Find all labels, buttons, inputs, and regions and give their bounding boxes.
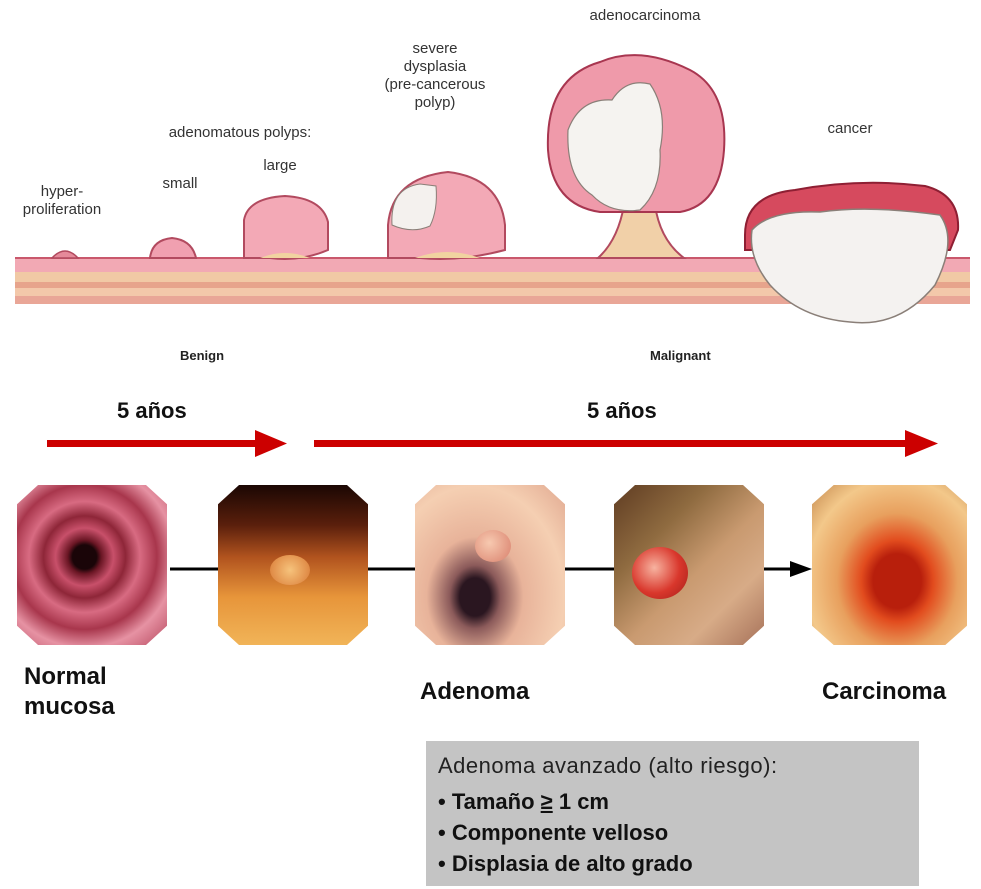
- hyperproliferation-bump: [52, 251, 78, 258]
- endoscopy-normal-mucosa: [17, 485, 167, 645]
- size-suffix: 1 cm: [553, 789, 609, 814]
- label-adenomatous-polyps: adenomatous polyps:: [140, 124, 340, 142]
- timeline-arrows: [0, 425, 981, 465]
- label-hyperproliferation: hyper- proliferation: [12, 183, 112, 219]
- dysplasia-region: [392, 184, 437, 230]
- years-label-right: 5 años: [587, 398, 657, 424]
- label-cancer: cancer: [800, 120, 900, 138]
- size-symbol: ≥: [541, 789, 553, 814]
- label-carcinoma: Carcinoma: [822, 677, 946, 707]
- label-large: large: [250, 157, 310, 175]
- endoscopy-adenoma: [415, 485, 565, 645]
- endoscopy-early-polyp: [218, 485, 368, 645]
- dysplasia-text: Displasia de alto grado: [452, 851, 693, 876]
- endoscopy-advanced-adenoma: [614, 485, 764, 645]
- info-box-title: Adenoma avanzado (alto riesgo):: [438, 753, 778, 779]
- label-benign: Benign: [176, 348, 228, 363]
- arrow-right: [314, 430, 938, 457]
- bullet: •: [438, 820, 446, 845]
- label-severe-dysplasia: severe dysplasia (pre-cancerous polyp): [360, 40, 510, 112]
- label-adenocarcinoma: adenocarcinoma: [565, 7, 725, 25]
- bullet: •: [438, 851, 446, 876]
- bullet: •: [438, 789, 446, 814]
- villous-text: Componente velloso: [452, 820, 668, 845]
- small-polyp: [150, 238, 196, 258]
- label-small: small: [150, 175, 210, 193]
- cancer-invasive-mass: [751, 209, 948, 323]
- arrow-left: [47, 430, 287, 457]
- large-polyp: [244, 196, 328, 259]
- endoscopy-carcinoma: [812, 485, 967, 645]
- advanced-adenoma-info-box: Adenoma avanzado (alto riesgo): • Tamaño…: [426, 741, 919, 886]
- label-normal-mucosa: Normal mucosa: [24, 662, 115, 722]
- info-item-dysplasia: • Displasia de alto grado: [438, 851, 693, 877]
- label-adenoma: Adenoma: [420, 677, 529, 707]
- years-label-left: 5 años: [117, 398, 187, 424]
- info-item-villous: • Componente velloso: [438, 820, 668, 846]
- connector-arrowhead: [790, 561, 812, 577]
- size-prefix: Tamaño: [452, 789, 541, 814]
- label-malignant: Malignant: [646, 348, 715, 363]
- info-item-size: • Tamaño ≥ 1 cm: [438, 789, 609, 815]
